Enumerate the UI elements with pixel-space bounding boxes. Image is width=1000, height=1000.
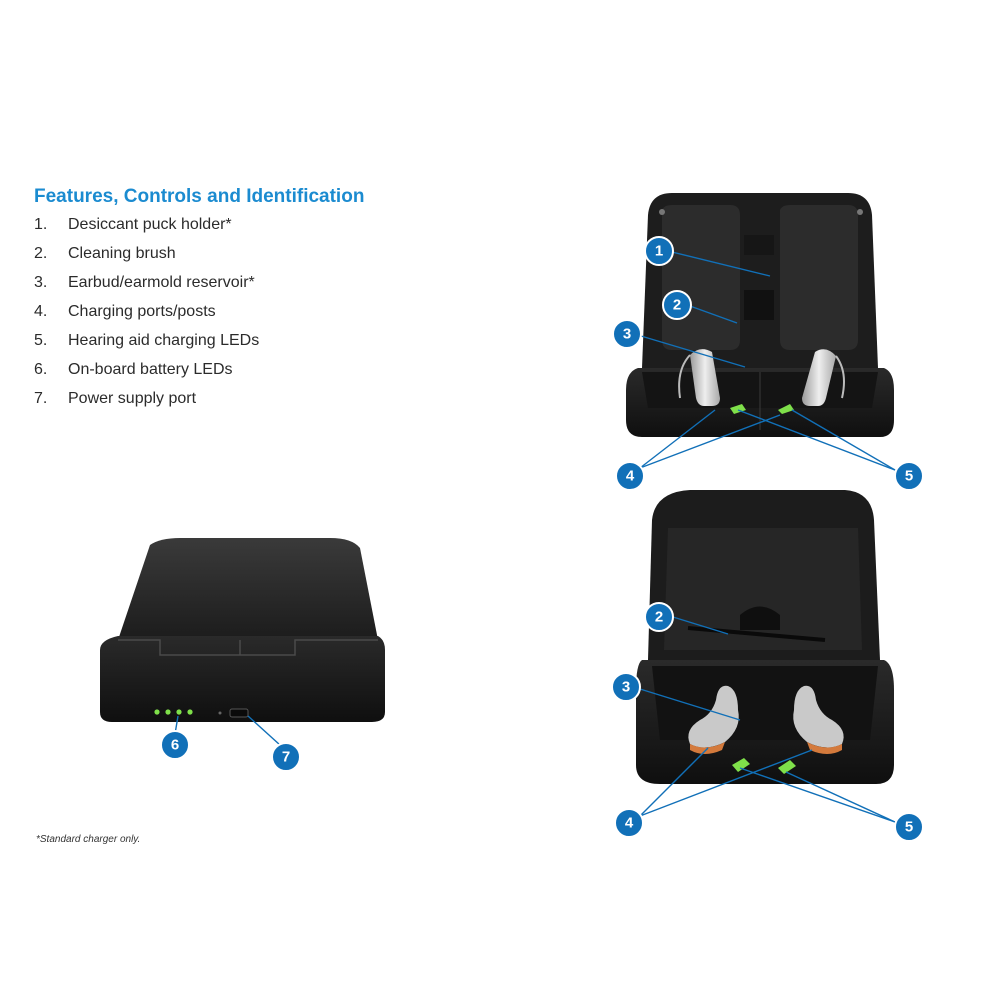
svg-text:6: 6 [171, 737, 179, 754]
closed-charger-image [100, 538, 385, 722]
callout-7: 7 [271, 742, 301, 772]
list-item: 3.Earbud/earmold reservoir* [34, 274, 255, 291]
list-item: 6.On-board battery LEDs [34, 361, 233, 378]
callout-4: 4 [614, 808, 644, 838]
svg-text:2: 2 [673, 297, 681, 314]
callout-4: 4 [615, 461, 645, 491]
callout-3: 3 [611, 672, 641, 702]
feature-list: 1.Desiccant puck holder* 2.Cleaning brus… [34, 216, 259, 419]
callout-5: 5 [894, 461, 924, 491]
list-item: 2.Cleaning brush [34, 245, 176, 262]
battery-led [165, 709, 171, 715]
list-item: 1.Desiccant puck holder* [34, 216, 232, 233]
open-charger-custom-image [636, 490, 894, 784]
list-item: 7.Power supply port [34, 390, 197, 407]
page-title: Features, Controls and Identification [34, 186, 365, 207]
earmold-right [793, 685, 844, 748]
svg-text:4: 4 [625, 815, 634, 832]
svg-text:3: 3 [622, 679, 630, 696]
svg-text:7: 7 [282, 749, 290, 766]
charging-led [732, 758, 750, 772]
svg-text:4: 4 [626, 468, 635, 485]
charging-led [778, 404, 794, 414]
battery-led [154, 709, 160, 715]
callout-2: 2 [644, 602, 674, 632]
svg-text:2: 2 [655, 609, 663, 626]
power-port [229, 708, 249, 718]
svg-text:1: 1 [655, 243, 663, 260]
earmold-left [688, 685, 739, 748]
svg-text:5: 5 [905, 819, 913, 836]
callout-2: 2 [662, 290, 692, 320]
svg-text:5: 5 [905, 468, 913, 485]
battery-led [176, 709, 182, 715]
battery-led-group [154, 709, 193, 715]
charging-led [778, 760, 796, 774]
list-item: 4.Charging ports/posts [34, 303, 216, 320]
callout-3: 3 [612, 319, 642, 349]
callout-5: 5 [894, 812, 924, 842]
open-charger-bte-image [626, 193, 894, 437]
callout-1: 1 [644, 236, 674, 266]
battery-led [187, 709, 193, 715]
svg-text:3: 3 [623, 326, 631, 343]
callout-6: 6 [160, 730, 190, 760]
hearing-aid-left [690, 349, 720, 406]
footnote: *Standard charger only. [36, 834, 141, 845]
list-item: 5.Hearing aid charging LEDs [34, 332, 260, 349]
hearing-aid-right [802, 349, 836, 406]
charging-led [730, 404, 746, 414]
